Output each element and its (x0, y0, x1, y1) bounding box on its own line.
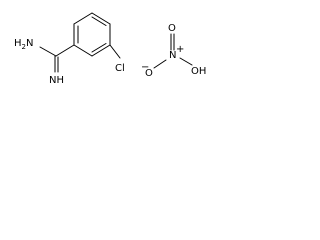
ring-bond-3 (91, 44, 111, 57)
ring-bond-6 (73, 12, 93, 25)
nitrate-n-oh-bond (179, 57, 193, 66)
chlorine-label: Cl (115, 63, 125, 74)
nitric-acid-molecule: O N + OH O − (141, 23, 206, 79)
chlorine-bond (109, 44, 121, 59)
nitrate-hydroxyl: OH (191, 66, 206, 77)
amidine-c-bond (55, 44, 75, 57)
imine-label: NH (49, 75, 64, 86)
ring-bond-1 (91, 12, 111, 25)
nitrate-oxygen-top: O (168, 23, 176, 34)
amine-label-subscript: 2 (22, 43, 26, 51)
amine-label-nitrogen: N (26, 38, 33, 49)
nitrate-oxygen-bottom: O (145, 68, 153, 79)
chemical-structure-canvas: H2N NH Cl O N + OH O − (14, 12, 206, 86)
nitrate-plus-charge: + (176, 44, 184, 55)
nitrate-nitrogen: N (169, 50, 176, 61)
nitrate-n-o-bottom-bond (153, 59, 167, 69)
ring-double-bond-inner-1 (91, 16, 107, 26)
ring-double-bond-inner-2 (91, 43, 107, 53)
amine-label: H2N (14, 38, 33, 51)
ring-bond-4 (73, 44, 93, 57)
chlorobenzamidine-molecule: H2N NH Cl (14, 12, 125, 86)
amidine-nh2-bond (39, 46, 57, 57)
nitrate-minus-charge: − (141, 62, 149, 73)
